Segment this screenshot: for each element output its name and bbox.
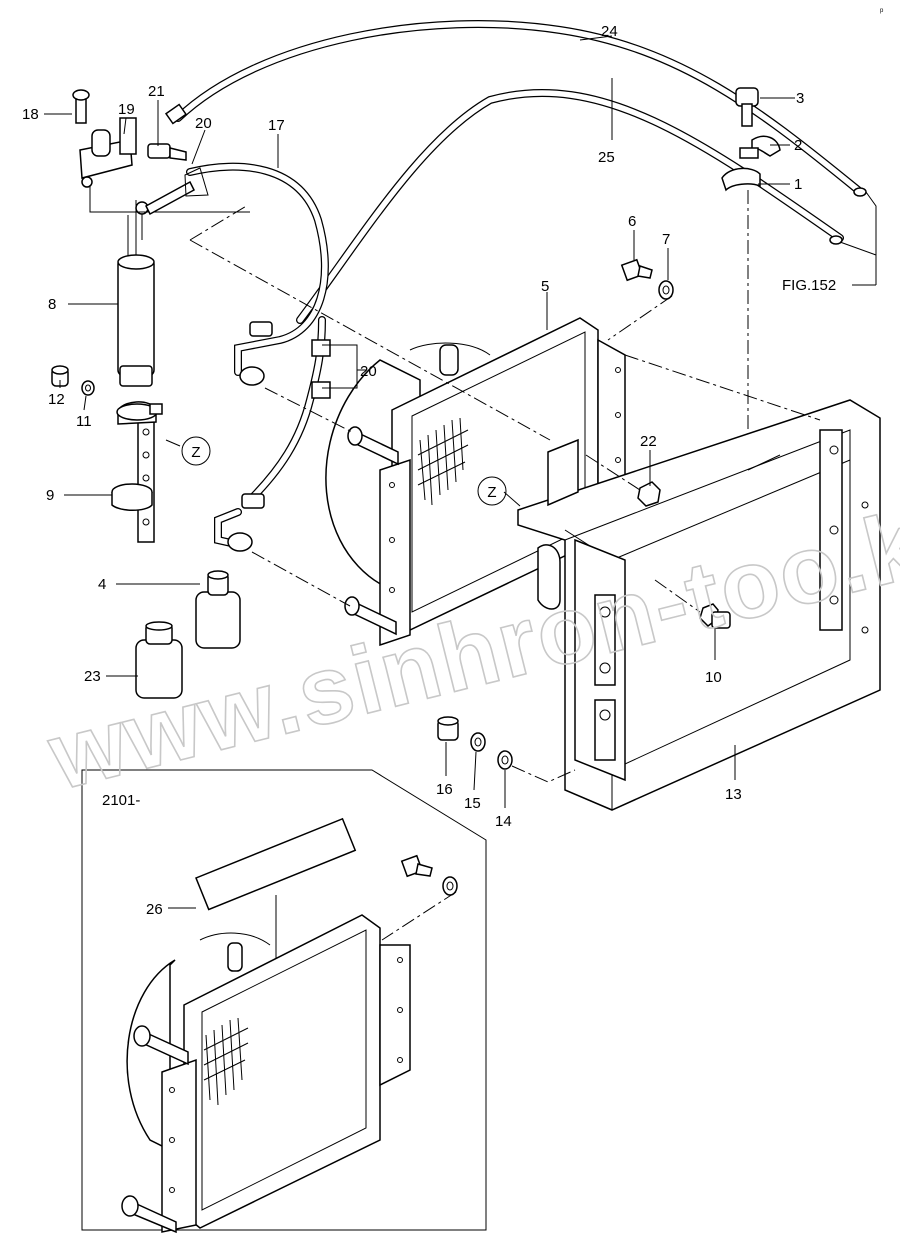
part-label-3: 3 [796, 90, 804, 107]
inset-box [81, 769, 487, 1231]
part-label-25: 25 [598, 149, 615, 166]
condenser-upper [325, 317, 626, 647]
part-label-19: 19 [118, 101, 135, 118]
part-label-26: 26 [146, 901, 163, 918]
part-label-21: 21 [148, 83, 165, 100]
part-label-6: 6 [628, 213, 636, 230]
hose-24 [164, 19, 862, 194]
oil-can-4 [195, 570, 241, 649]
part-label-1: 1 [794, 176, 802, 193]
part-label-17: 17 [268, 117, 285, 134]
part-label-15: 15 [464, 795, 481, 812]
corner-mark: p [880, 8, 884, 14]
part-labels: 24 25 3 2 1 FIG.152 5 6 7 18 19 21 20 17… [22, 8, 884, 918]
part-label-18: 18 [22, 106, 39, 123]
detail-z-marker-right: Z [477, 476, 507, 506]
clamp-assembly [721, 87, 781, 470]
hose-25 [296, 89, 844, 324]
condenser-fins [417, 417, 469, 506]
part-label-10: 10 [705, 669, 722, 686]
detail-z-label: Z [487, 484, 496, 501]
part-label-11: 11 [76, 413, 92, 430]
part-label-14: 14 [495, 813, 512, 830]
bracket-9 [111, 401, 163, 543]
hardware [437, 454, 731, 783]
nut-12-washer-11 [51, 365, 95, 396]
part-label-12: 12 [48, 391, 65, 408]
part-label-2: 2 [794, 137, 802, 154]
part-label-7: 7 [662, 231, 670, 248]
part-label-13: 13 [725, 786, 742, 803]
part-label-24: 24 [601, 23, 618, 40]
part-label-8: 8 [48, 296, 56, 313]
part-label-16: 16 [436, 781, 453, 798]
part-label-20-top: 20 [195, 115, 212, 132]
part-label-5: 5 [541, 278, 549, 295]
fig-reference: FIG.152 [782, 277, 836, 294]
part-label-4: 4 [98, 576, 106, 593]
part-label-9: 9 [46, 487, 54, 504]
hose-ends [829, 187, 877, 285]
oil-can-23 [135, 621, 183, 699]
part-label-23: 23 [84, 668, 101, 685]
receiver-drier [117, 200, 155, 387]
leader-lines [44, 35, 876, 909]
detail-z-marker-left: Z [181, 436, 211, 466]
bolt-6-washer-7 [607, 258, 674, 341]
inset-condenser [121, 817, 458, 1234]
detail-z-label: Z [191, 444, 200, 461]
inset-fins [203, 1017, 249, 1106]
part-label-22: 22 [640, 433, 657, 450]
inset-serial-label: 2101- [102, 792, 140, 809]
hose-17 [184, 162, 331, 552]
condenser-frame [517, 399, 881, 811]
part-label-20-clips: 20 [360, 363, 377, 380]
centerlines [189, 204, 821, 607]
drier-bracket [72, 89, 250, 240]
